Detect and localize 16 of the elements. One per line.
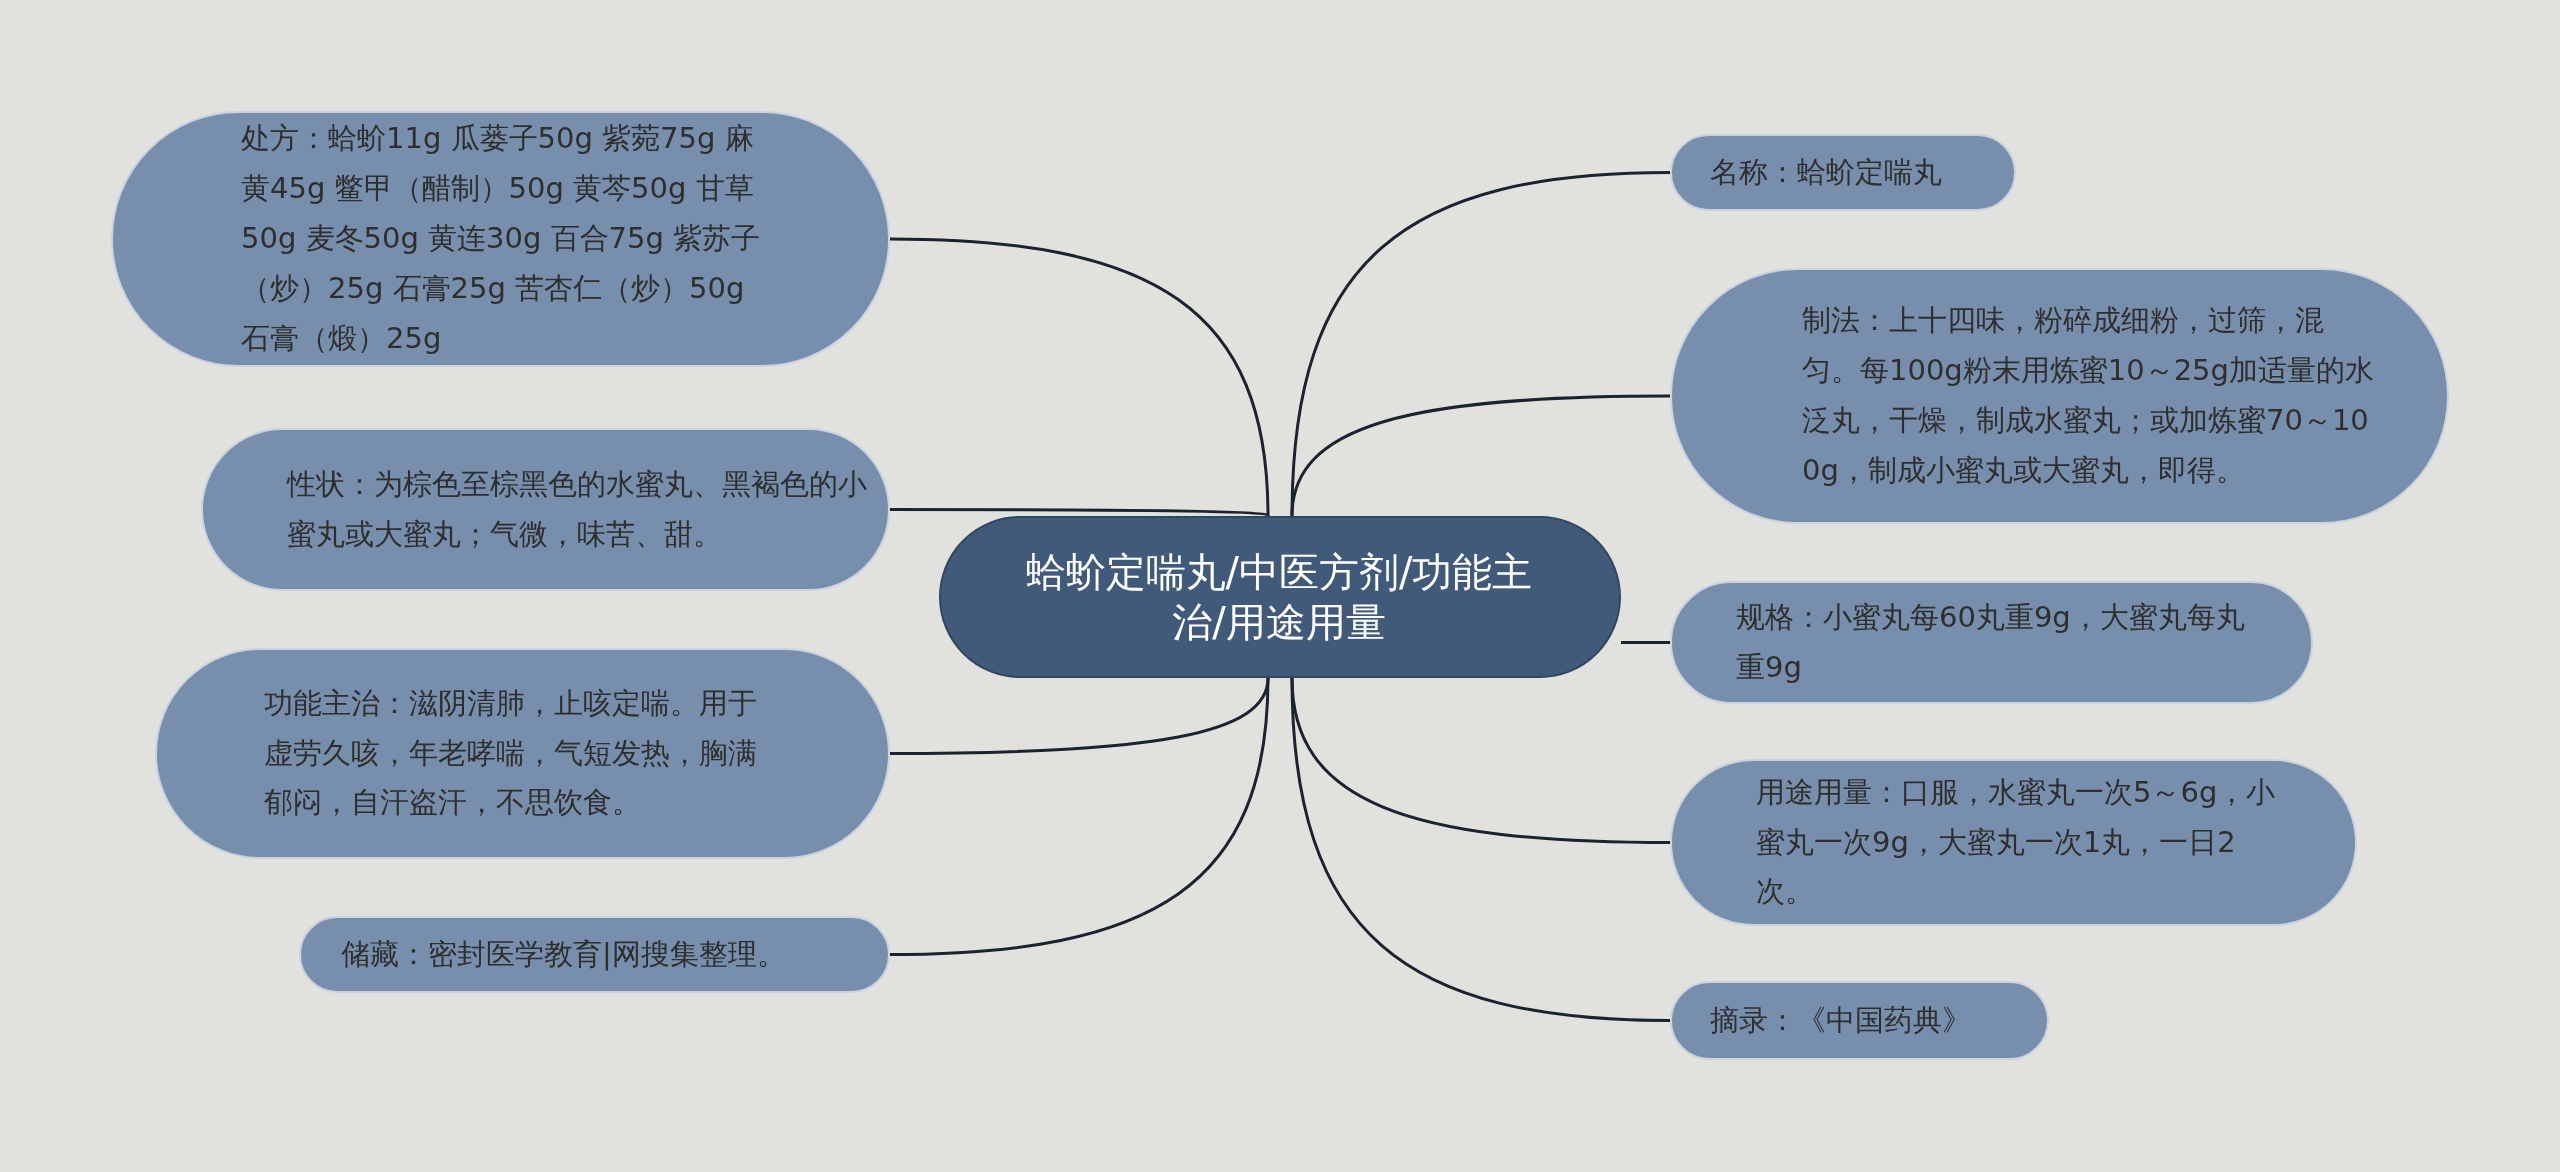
topic-box: 处方：蛤蚧11g 瓜蒌子50g 紫菀75g 麻黄45g 鳖甲（醋制）50g 黄芩50g 甘草50g 麦冬50g 黄连30g 百合75g 紫苏子（炒）25g 石膏25g 苦杏仁（炒）50g 石膏（煅）25g (111, 111, 890, 367)
connector-line (890, 508, 1269, 518)
topic-box: 性状：为棕色至棕黑色的水蜜丸、黑褐色的小蜜丸或大蜜丸；气微，味苦、甜。 (201, 428, 890, 591)
connector-line (1290, 394, 1670, 517)
topic-box: 功能主治：滋阴清肺，止咳定喘。用于虚劳久咳，年老哮喘，气短发热，胸满郁闷，自汗盗汗，不思饮食。 (155, 648, 890, 859)
connector-line (1621, 641, 1670, 644)
connector-line (889, 237, 1270, 517)
topic-box: 储藏：密封医学教育|网搜集整理。 (299, 916, 890, 993)
topic-box: 规格：小蜜丸每60丸重9g，大蜜丸每丸重9g (1670, 581, 2313, 704)
topic-box: 制法：上十四味，粉碎成细粉，过筛，混匀。每100g粉末用炼蜜10～25g加适量的水泛丸，干燥，制成水蜜丸；或加炼蜜70～100g，制成小蜜丸或大蜜丸，即得。 (1670, 268, 2449, 524)
topic-box: 用途用量：口服，水蜜丸一次5～6g，小蜜丸一次9g，大蜜丸一次1丸，一日2次。 (1670, 759, 2357, 926)
connector-line (889, 677, 1270, 956)
central-topic-box: 蛤蚧定喘丸/中医方剂/功能主治/用途用量 (939, 516, 1621, 678)
topic-box: 名称：蛤蚧定喘丸 (1670, 134, 2016, 211)
topic-box: 摘录：《中国药典》 (1670, 981, 2049, 1060)
connector-line (1290, 677, 1671, 1022)
